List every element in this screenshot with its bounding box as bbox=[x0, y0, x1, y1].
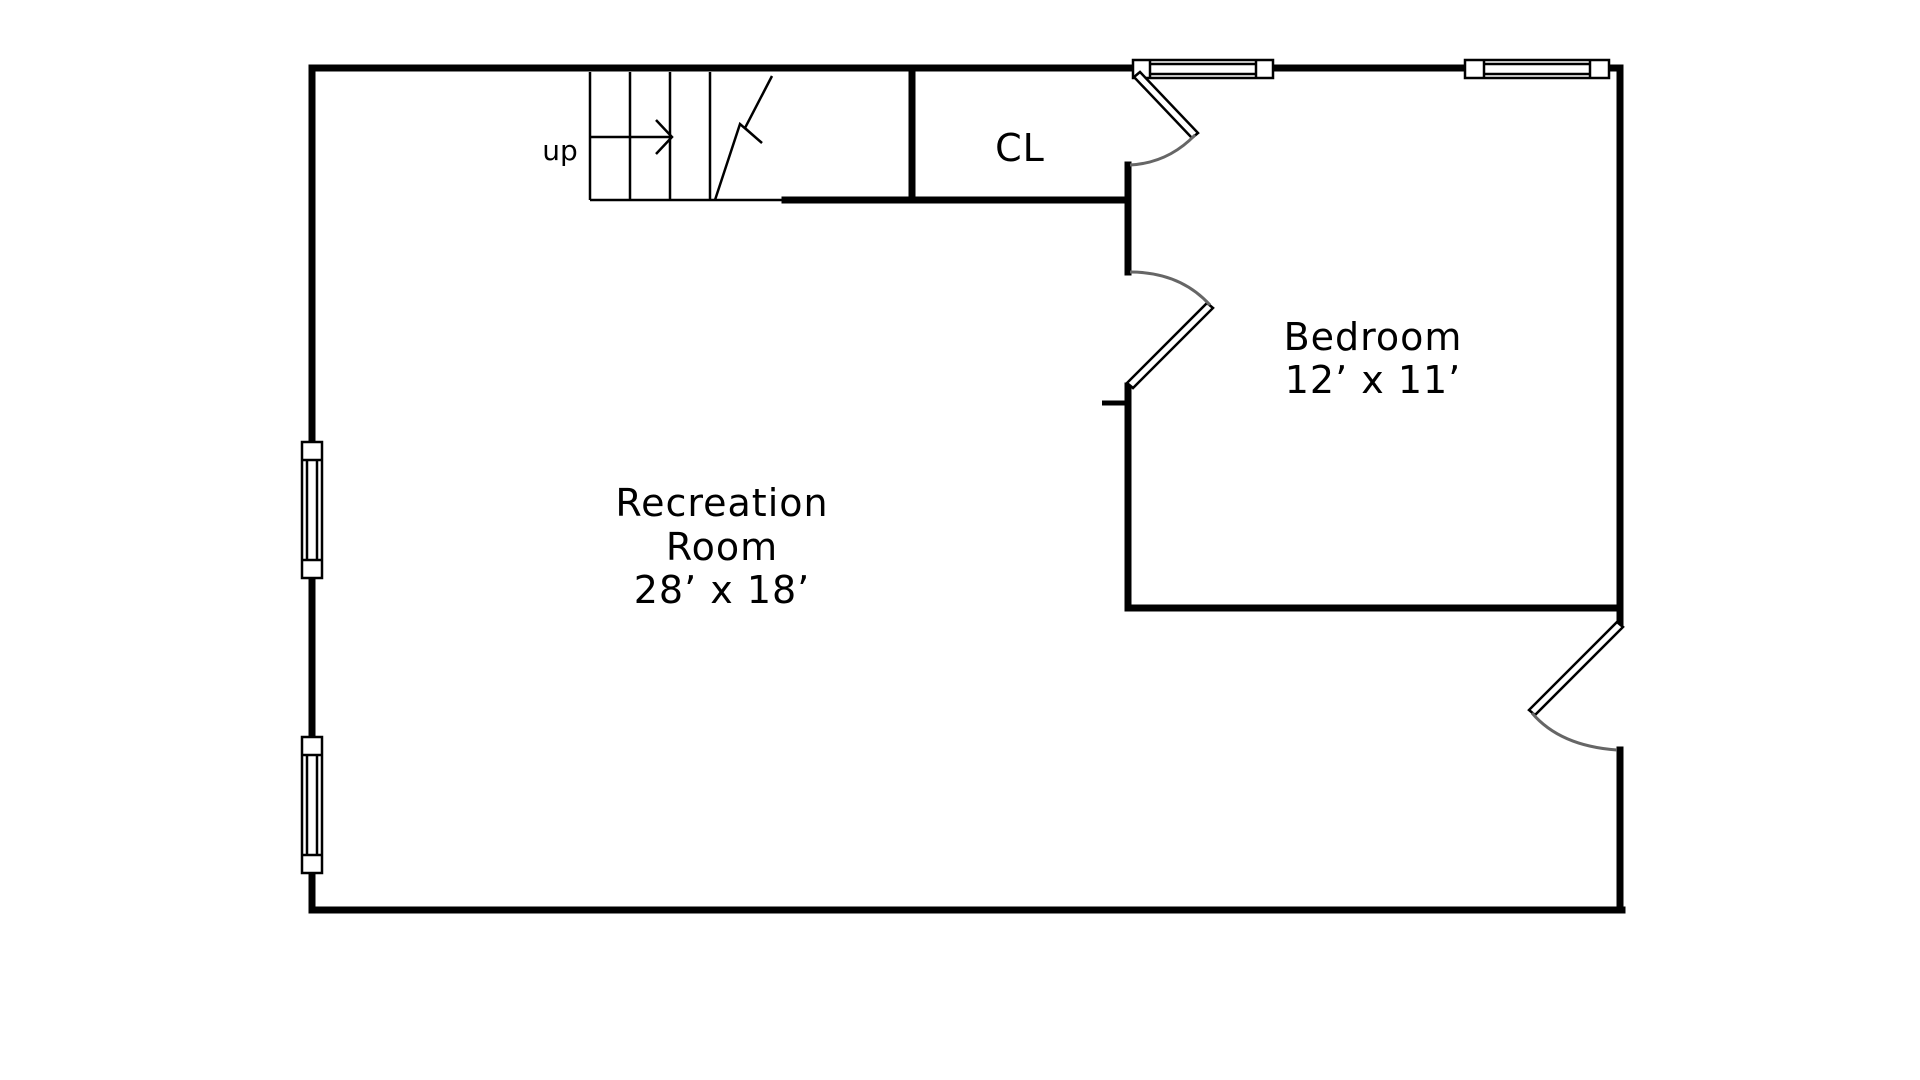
bedroom-dimensions: 12’ x 11’ bbox=[1285, 358, 1462, 402]
recreation-room-dimensions: 28’ x 18’ bbox=[634, 568, 811, 612]
window-north-left bbox=[1131, 58, 1275, 80]
windows bbox=[300, 58, 1611, 875]
stairs-up-label: up bbox=[542, 134, 578, 167]
stairs: up bbox=[542, 72, 785, 202]
room-labels: CL Bedroom 12’ x 11’ Recreation Room 28’… bbox=[615, 126, 1463, 612]
bedroom-door[interactable] bbox=[1125, 270, 1215, 390]
window-west-upper bbox=[300, 440, 324, 580]
closet-door[interactable] bbox=[1129, 70, 1200, 167]
window-west-lower bbox=[300, 735, 324, 875]
stair-arrow-head bbox=[655, 119, 674, 155]
exterior-walls bbox=[308, 64, 1626, 914]
exterior-door[interactable] bbox=[1527, 620, 1625, 752]
recreation-room-name-line1: Recreation bbox=[615, 481, 828, 525]
stair-break-line bbox=[713, 75, 774, 201]
recreation-room-name-line2: Room bbox=[666, 525, 778, 569]
interior-walls bbox=[781, 68, 1624, 612]
window-north-right bbox=[1463, 58, 1611, 80]
bedroom-name: Bedroom bbox=[1284, 315, 1463, 359]
closet-label: CL bbox=[995, 126, 1045, 170]
